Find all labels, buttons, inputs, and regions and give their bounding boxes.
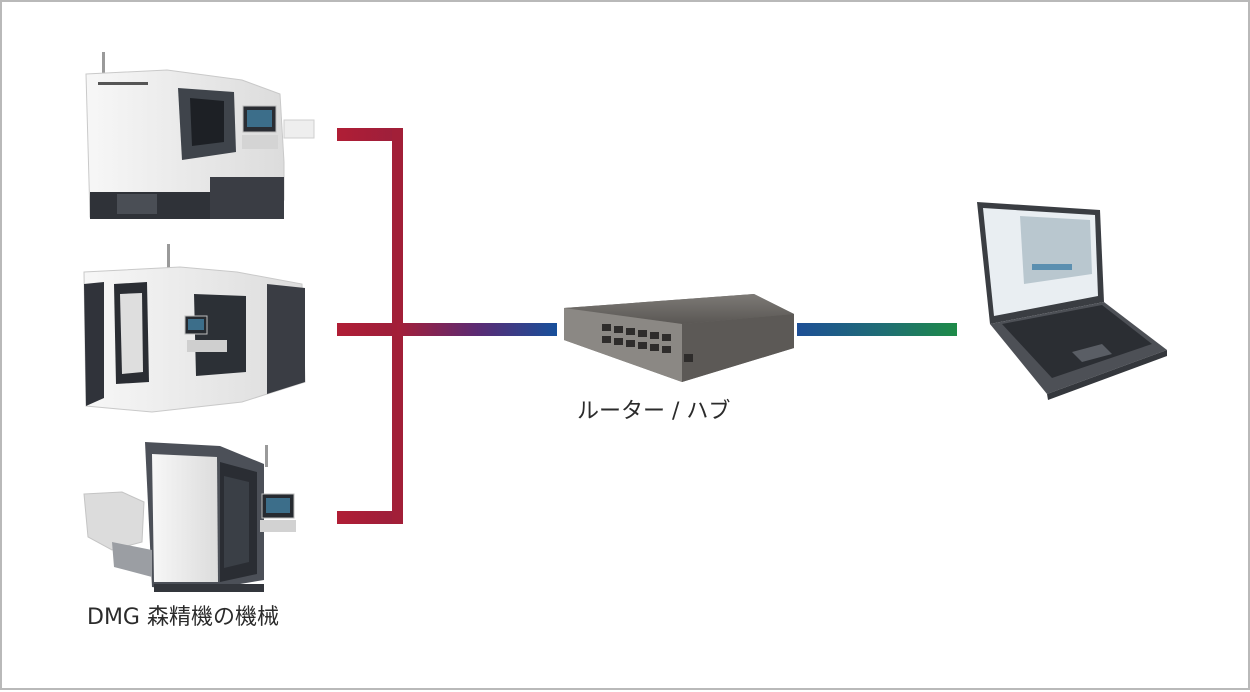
link-machine-3 [337,511,403,524]
machines-label: DMG 森精機の機械 [87,605,279,630]
router-label: ルーター / ハブ [577,399,731,424]
link-machine-2 [337,323,403,336]
link-router-to-pc [797,323,957,336]
milling-machine [83,244,306,413]
machine-links [337,128,403,524]
router-hub [564,294,794,382]
turn-mill-machine [83,442,296,592]
link-machine-1 [337,128,403,141]
router-ports [602,324,693,362]
laptop-pc [977,202,1167,400]
link-bus-to-router [397,323,557,336]
lathe-machine [85,52,315,219]
